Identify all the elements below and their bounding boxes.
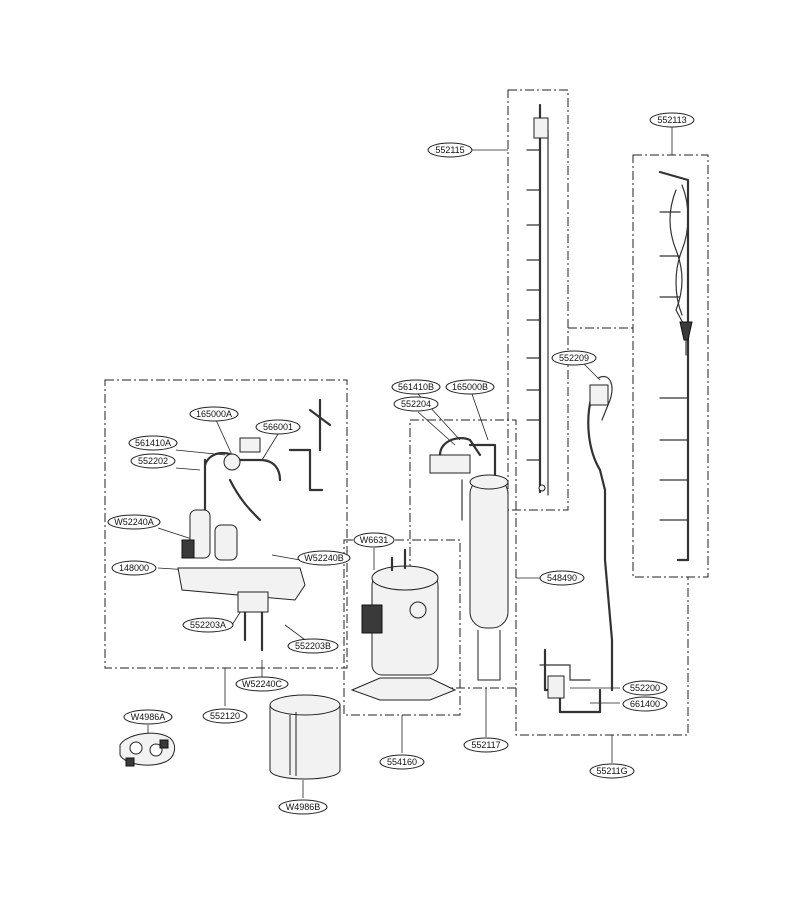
- receiver-tank: [189, 509, 211, 559]
- svg-text:552120: 552120: [210, 711, 240, 721]
- label-165000A: 165000A: [189, 406, 239, 422]
- bracket-148000: [177, 567, 306, 601]
- fitting-552200: [547, 675, 565, 699]
- label-W4986B: W4986B: [278, 799, 328, 815]
- pipe-clips-552113: [659, 211, 689, 521]
- svg-text:552115: 552115: [435, 145, 464, 155]
- boundary-552115: [507, 89, 569, 511]
- svg-text:W52240C: W52240C: [242, 679, 283, 689]
- boundary-552120: [104, 379, 348, 669]
- group-boundaries: [104, 89, 709, 736]
- svg-text:W4986A: W4986A: [131, 712, 166, 722]
- compressor-base: [350, 677, 457, 701]
- part-W4986A-gasket: [119, 732, 176, 767]
- label-552209: 552209: [551, 350, 597, 366]
- svg-text:55211G: 55211G: [596, 766, 627, 776]
- svg-text:561410B: 561410B: [398, 382, 434, 392]
- label-661400: 661400: [622, 696, 668, 712]
- sensor-W52240A: [181, 539, 195, 559]
- label-W52240C: W52240C: [235, 676, 289, 692]
- svg-text:W52240B: W52240B: [304, 553, 344, 563]
- svg-text:548490: 548490: [547, 573, 577, 583]
- boundary-552113: [632, 154, 709, 578]
- part-552113-pipe: [658, 170, 693, 562]
- valve-566001: [239, 437, 261, 453]
- part-554160-compressor: [350, 548, 457, 701]
- filter-drier: [214, 524, 238, 561]
- part-552120-assembly: [177, 398, 332, 652]
- label-561410A: 561410A: [128, 435, 178, 451]
- label-552200: 552200: [622, 680, 668, 696]
- label-552202: 552202: [130, 453, 176, 469]
- svg-text:552204: 552204: [401, 399, 431, 409]
- terminal-cover: [361, 604, 383, 634]
- valve-165000A: [223, 453, 241, 471]
- part-labels: 552115 552113 552209 561410B 165000B 552…: [107, 112, 695, 815]
- svg-text:W52240A: W52240A: [114, 517, 154, 527]
- svg-text:148000: 148000: [119, 563, 149, 573]
- svg-text:W6631: W6631: [360, 535, 389, 545]
- boundary-552117: [409, 419, 517, 689]
- part-552115-pipe: [526, 103, 549, 496]
- svg-text:552117: 552117: [471, 740, 500, 750]
- label-548490: 548490: [539, 570, 585, 586]
- svg-text:552203A: 552203A: [190, 620, 226, 630]
- svg-text:552202: 552202: [138, 456, 168, 466]
- label-552117: 552117: [463, 737, 509, 753]
- svg-text:566001: 566001: [263, 422, 293, 432]
- svg-text:661400: 661400: [630, 699, 660, 709]
- accumulator-tank: [469, 477, 509, 629]
- valve-552209: [589, 384, 609, 406]
- service-valve: [237, 591, 269, 613]
- svg-text:554160: 554160: [387, 757, 417, 767]
- clip-top: [533, 117, 549, 139]
- label-552120: 552120: [202, 708, 248, 724]
- label-W4986A: W4986A: [123, 709, 173, 725]
- label-552203A: 552203A: [182, 617, 234, 633]
- label-W6631: W6631: [353, 532, 395, 548]
- label-552203B: 552203B: [287, 638, 339, 654]
- label-552113: 552113: [649, 112, 695, 128]
- svg-text:W4986B: W4986B: [286, 802, 321, 812]
- svg-text:552113: 552113: [657, 115, 686, 125]
- label-552204: 552204: [393, 396, 439, 412]
- svg-text:165000A: 165000A: [196, 409, 232, 419]
- part-W4986B-jacket: [269, 694, 341, 780]
- label-165000B: 165000B: [445, 379, 495, 395]
- label-554160: 554160: [379, 754, 425, 770]
- label-566001: 566001: [255, 419, 301, 435]
- part-548490-accumulator: [429, 437, 509, 681]
- svg-text:552209: 552209: [559, 353, 589, 363]
- label-W52240B: W52240B: [297, 550, 351, 566]
- boundary-55211G: [515, 577, 689, 736]
- svg-text:552203B: 552203B: [295, 641, 331, 651]
- valve-block: [429, 454, 471, 474]
- label-55211G: 55211G: [589, 763, 635, 779]
- svg-text:561410A: 561410A: [135, 438, 171, 448]
- label-W52240A: W52240A: [107, 514, 161, 530]
- pipe-clips-552115: [526, 149, 541, 461]
- label-552115: 552115: [427, 142, 473, 158]
- svg-text:552200: 552200: [630, 683, 660, 693]
- label-561410B: 561410B: [391, 379, 441, 395]
- svg-text:165000B: 165000B: [452, 382, 488, 392]
- label-148000: 148000: [111, 560, 157, 576]
- part-55211G-pipes: [539, 376, 614, 714]
